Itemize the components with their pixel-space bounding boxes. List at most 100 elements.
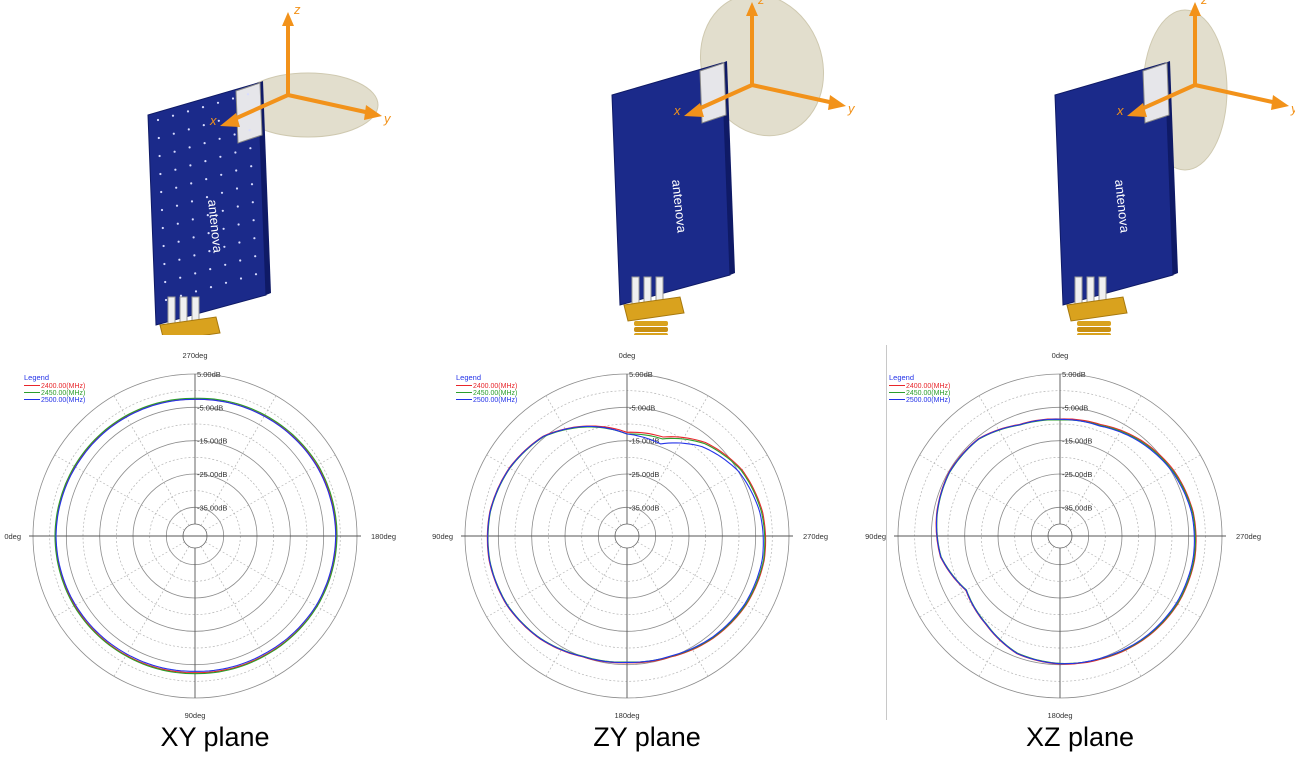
panel-divider bbox=[886, 345, 887, 720]
via-dot bbox=[216, 101, 220, 104]
via-dot bbox=[201, 106, 205, 109]
via-dot bbox=[234, 151, 237, 154]
via-dot bbox=[178, 258, 181, 261]
y-arrow bbox=[828, 95, 846, 110]
via-dot bbox=[239, 259, 242, 262]
series-curve bbox=[54, 397, 338, 675]
via-dot bbox=[251, 201, 254, 204]
via-dot bbox=[164, 280, 167, 284]
zy-plane-caption: ZY plane bbox=[593, 722, 701, 752]
grid-spoke bbox=[113, 546, 190, 677]
angle-label-bottom: 180deg bbox=[1047, 711, 1072, 720]
x-arrow bbox=[1127, 103, 1147, 117]
grid-spoke bbox=[637, 454, 768, 531]
antenna-render-group: antenova bbox=[1054, 9, 1228, 335]
angle-label-top: 270deg bbox=[182, 351, 207, 360]
via-dot bbox=[174, 168, 177, 171]
via-dot bbox=[254, 255, 257, 258]
angle-label-top: 0deg bbox=[1052, 351, 1069, 360]
via-dot bbox=[231, 97, 235, 100]
grid-spoke bbox=[1065, 546, 1142, 677]
legend: Legend2400.00(MHz)2450.00(MHz)2500.00(MH… bbox=[889, 373, 950, 404]
via-dot bbox=[217, 119, 220, 122]
grid-spoke bbox=[919, 541, 1050, 618]
legend-title: Legend bbox=[889, 373, 914, 382]
series-curve bbox=[487, 425, 764, 664]
via-dot bbox=[190, 182, 193, 185]
angle-label-left: 90deg bbox=[432, 532, 453, 541]
z-arrow bbox=[1189, 2, 1201, 16]
grid-spoke bbox=[486, 541, 617, 618]
via-dot bbox=[207, 232, 210, 235]
via-dot bbox=[205, 178, 208, 181]
radial-tick-label: 5.00dB bbox=[1062, 370, 1086, 379]
grid-spoke bbox=[978, 546, 1055, 677]
via-dot bbox=[222, 227, 225, 230]
via-dot bbox=[209, 268, 212, 271]
board-logo-text: antenova bbox=[205, 199, 226, 255]
xy-polar-plot: 5.00dB-5.00dB-15.00dB-25.00dB-35.00dB270… bbox=[4, 351, 396, 720]
angle-label-left: 0deg bbox=[4, 532, 21, 541]
radial-tick-label: -35.00dB bbox=[197, 503, 227, 512]
antenna-render-group: antenova bbox=[611, 0, 825, 335]
z-arrow bbox=[746, 2, 758, 16]
via-dot bbox=[224, 263, 227, 266]
zy-polar-plot: 5.00dB-5.00dB-15.00dB-25.00dB-35.00dB0de… bbox=[432, 351, 828, 720]
via-dot bbox=[204, 160, 207, 163]
y-arrow bbox=[364, 105, 382, 120]
via-dot bbox=[209, 286, 213, 289]
y-axis bbox=[1194, 83, 1278, 105]
feed-pin bbox=[631, 276, 640, 308]
via-dot bbox=[250, 165, 253, 168]
grid-spoke bbox=[205, 454, 336, 531]
legend-entry: 2400.00(MHz) bbox=[41, 383, 85, 390]
via-dot bbox=[158, 154, 161, 158]
via-dot bbox=[250, 183, 254, 186]
via-dot bbox=[220, 191, 224, 194]
y-axis bbox=[287, 93, 371, 115]
legend-entry: 2400.00(MHz) bbox=[473, 383, 517, 390]
via-dot bbox=[237, 223, 240, 226]
grid-spoke bbox=[54, 541, 185, 618]
coordinate-axes-icon: zyx bbox=[209, 2, 392, 128]
via-dot bbox=[249, 147, 252, 150]
grid-spoke bbox=[545, 395, 622, 526]
radial-tick-label: -15.00dB bbox=[197, 437, 227, 446]
z-label: z bbox=[293, 2, 301, 17]
via-dot bbox=[173, 150, 176, 153]
via-dot bbox=[175, 204, 179, 207]
via-dot bbox=[186, 110, 190, 113]
via-dot bbox=[177, 240, 180, 243]
angle-label-top: 0deg bbox=[619, 351, 636, 360]
via-dot bbox=[206, 214, 209, 217]
series-curve bbox=[935, 418, 1195, 665]
grid-spoke bbox=[205, 541, 336, 618]
legend-entry: 2450.00(MHz) bbox=[41, 390, 85, 397]
y-axis bbox=[751, 83, 835, 105]
grid-spoke bbox=[486, 454, 617, 531]
chip-antenna bbox=[1142, 62, 1170, 124]
x-label: x bbox=[673, 103, 681, 118]
angle-label-bottom: 180deg bbox=[614, 711, 639, 720]
sma-thread bbox=[634, 321, 668, 326]
grid-spoke bbox=[54, 454, 185, 531]
grid-spoke bbox=[1070, 454, 1201, 531]
angle-label-right: 270deg bbox=[803, 532, 828, 541]
feed-pin bbox=[167, 296, 176, 328]
via-dot bbox=[161, 226, 164, 230]
via-dot bbox=[202, 124, 205, 127]
legend-entry: 2450.00(MHz) bbox=[906, 390, 950, 397]
sma-flange bbox=[159, 316, 221, 335]
x-arrow bbox=[684, 103, 704, 117]
radial-tick-label: -25.00dB bbox=[629, 470, 659, 479]
via-dot bbox=[190, 200, 194, 203]
xy-plane-caption: XY plane bbox=[160, 722, 270, 752]
via-dot bbox=[236, 205, 239, 208]
sma-thread bbox=[1077, 333, 1111, 335]
via-dot bbox=[163, 262, 166, 266]
via-dot bbox=[188, 146, 191, 149]
board-logo-text: antenova bbox=[1112, 179, 1133, 235]
angle-label-left: 90deg bbox=[865, 532, 886, 541]
